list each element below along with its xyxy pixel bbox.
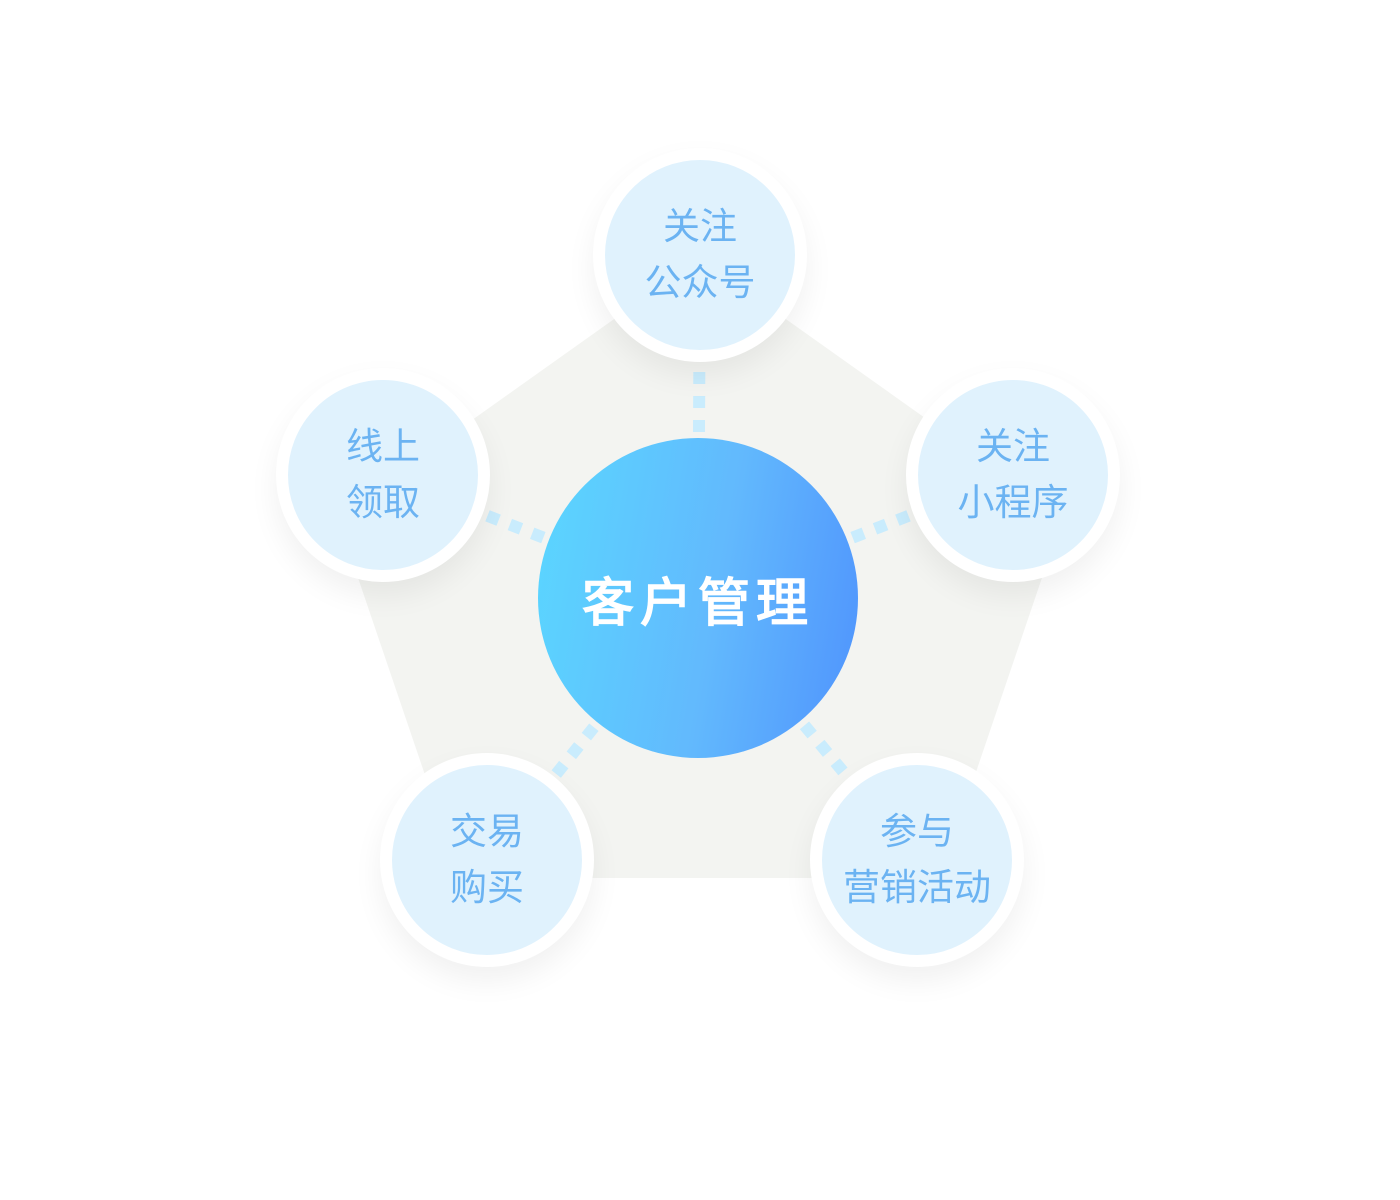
center-label: 客户管理 (581, 573, 814, 634)
node-follow-mini-program: 关注 小程序 (906, 368, 1120, 582)
node-line2: 公众号 (644, 261, 756, 304)
node-line1: 参与 (880, 810, 954, 853)
connector-dot (693, 395, 706, 409)
connector-dot (872, 518, 889, 535)
center-circle: 客户管理 (538, 438, 858, 758)
node-online-claim: 线上 领取 (276, 368, 490, 582)
node-follow-official-account: 关注 公众号 (593, 148, 807, 362)
connector-dot (815, 739, 833, 757)
node-line2: 营销活动 (843, 866, 991, 909)
connector-dot (693, 371, 706, 385)
node-marketing-activity: 参与 营销活动 (810, 753, 1024, 967)
node-line1: 交易 (450, 810, 524, 853)
node-line1: 关注 (663, 205, 737, 248)
connector-dot (850, 527, 866, 544)
connector-dot (799, 721, 817, 739)
node-line1: 关注 (976, 425, 1050, 468)
connectors (485, 371, 911, 778)
connector-dot (551, 760, 569, 778)
connector-dot (895, 510, 911, 526)
connector-dot (692, 419, 706, 433)
connector-dot (581, 723, 599, 741)
connector-dot (566, 742, 584, 760)
connector-dot (530, 527, 546, 544)
connector-dot (507, 518, 524, 535)
node-line2: 购买 (450, 866, 524, 909)
node-line2: 领取 (346, 481, 420, 524)
connector-dot (830, 758, 848, 776)
node-purchase: 交易 购买 (380, 753, 594, 967)
node-line2: 小程序 (957, 481, 1069, 524)
node-line1: 线上 (346, 425, 420, 468)
connector-dot (485, 510, 501, 526)
